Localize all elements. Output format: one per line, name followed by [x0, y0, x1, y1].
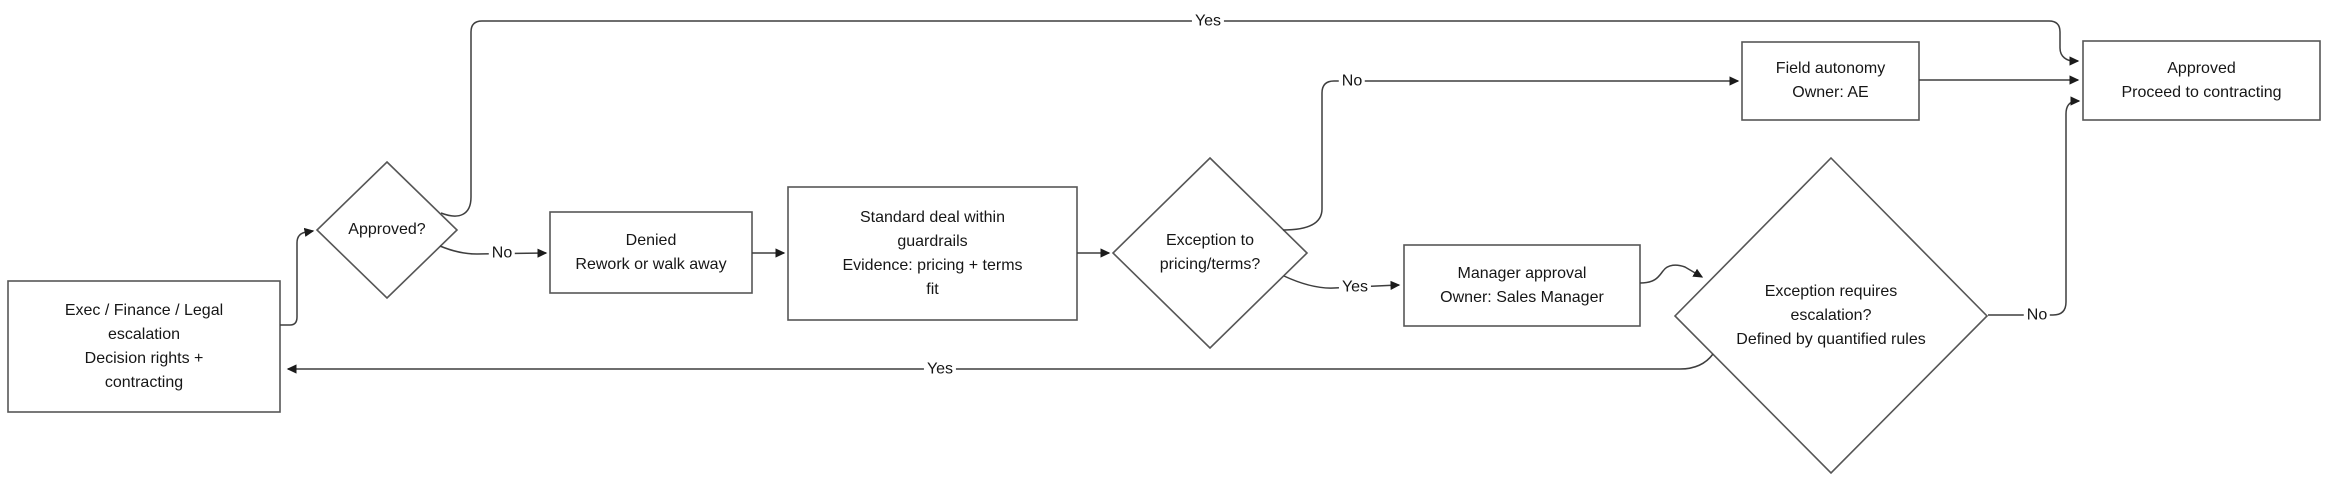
edge-exception-yes-to-manager [1283, 275, 1401, 290]
node-exec-escalation-shape [7, 280, 281, 413]
edge-approved-yes-to-final [440, 20, 2080, 217]
node-standard-deal-shape [787, 186, 1078, 321]
edge-escalation-yes-to-exec [286, 353, 1714, 374]
edge-approved-no-to-denied [439, 245, 548, 258]
edge-escalation-no-to-final [1988, 96, 2081, 316]
node-exception-pricing-question-shape [1111, 156, 1309, 350]
edge-label-yes-escalation: Yes [923, 359, 957, 379]
edge-label-no-escalation: No [2023, 305, 2051, 325]
node-exception-escalation-question-shape [1673, 156, 1989, 475]
node-field-autonomy-shape [1741, 41, 1920, 121]
edge-label-yes-exception: Yes [1338, 277, 1372, 297]
edge-label-no-exception: No [1338, 71, 1366, 91]
edge-label-yes-top: Yes [1191, 11, 1225, 31]
node-approved-question-shape [315, 160, 459, 300]
edge-manager-to-escalation-question [1639, 264, 1704, 284]
edge-exception-no-to-field-autonomy [1282, 76, 1740, 231]
node-manager-approval-shape [1403, 244, 1641, 327]
node-denied-shape [549, 211, 753, 294]
edge-exec-escalation-to-approved [280, 227, 315, 326]
node-approved-final-shape [2082, 40, 2321, 121]
edge-label-no-approved: No [488, 243, 516, 263]
